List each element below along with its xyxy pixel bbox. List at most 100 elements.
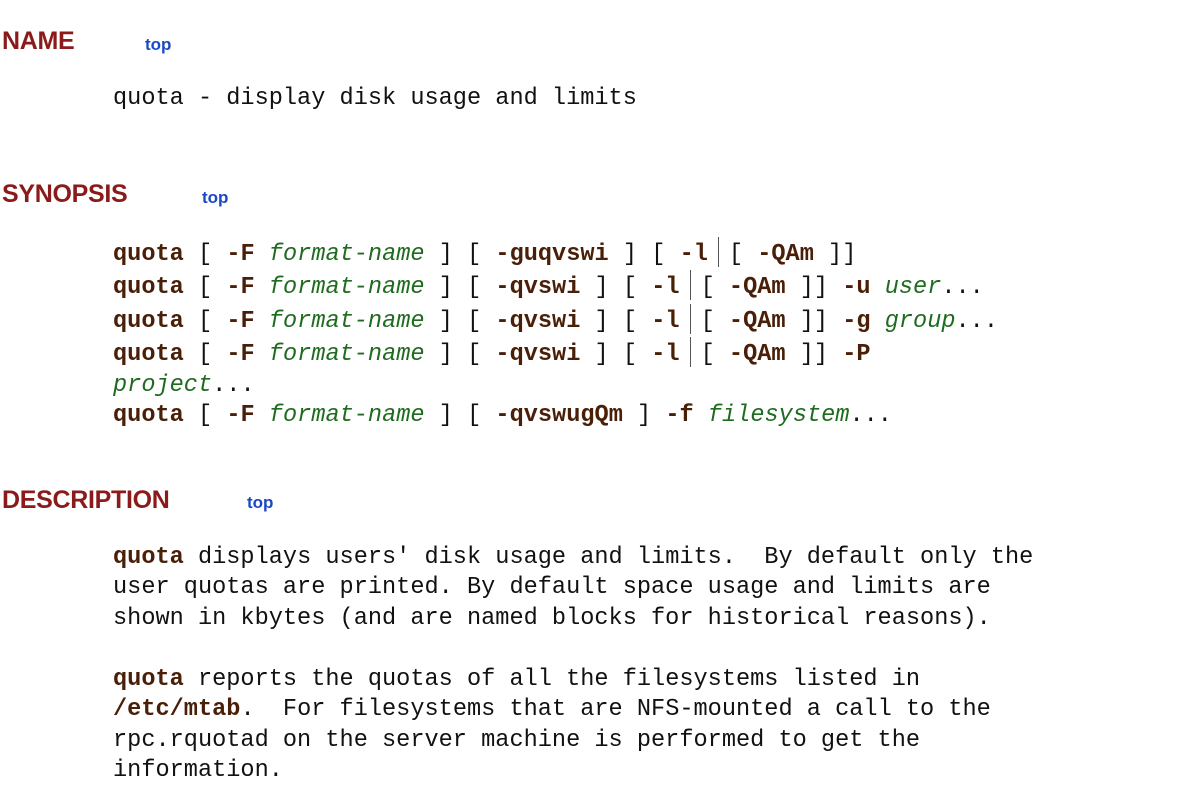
bracket-open: [ <box>700 341 715 369</box>
command-name: quota <box>113 666 184 693</box>
description-paragraph-2: quota reports the quotas of all the file… <box>113 665 991 787</box>
bracket-open: [ <box>700 274 715 302</box>
paragraph-text: displays users' disk usage and limits. B… <box>183 544 1034 571</box>
option-qvswi: -qvswi <box>495 274 581 302</box>
option-qvswugQm: -qvswugQm <box>495 402 623 430</box>
option-qvswi: -qvswi <box>495 341 581 369</box>
option-guqvswi: -guqvswi <box>495 241 609 268</box>
bracket-open: [ <box>467 307 482 335</box>
command-name: quota <box>113 341 184 369</box>
alternation-bar <box>689 270 691 301</box>
bracket-close: ] <box>438 241 453 268</box>
arg-filesystem: filesystem <box>707 402 850 430</box>
bracket-close: ] <box>594 341 609 369</box>
option-l: -l <box>651 274 680 302</box>
arg-user: user <box>884 274 942 302</box>
name-text: quota - display disk usage and limits <box>113 85 637 112</box>
bracket-close-double: ]] <box>828 241 857 268</box>
arg-format-name: format-name <box>268 274 425 302</box>
description-heading: DESCRIPTION <box>2 486 170 514</box>
arg-group: group <box>884 307 956 335</box>
option-qvswi: -qvswi <box>495 307 581 335</box>
bracket-close: ] <box>438 402 453 430</box>
bracket-close: ] <box>438 274 453 302</box>
bracket-close: ] <box>438 341 453 369</box>
command-name: quota <box>113 544 184 571</box>
ellipsis: ... <box>941 274 984 302</box>
option-l: -l <box>651 341 680 369</box>
option-P: -P <box>842 341 871 369</box>
synopsis-line-4: quota [ -F format-name ] [ -qvswi ] [ -l… <box>113 337 871 369</box>
synopsis-line-3: quota [ -F format-name ] [ -qvswi ] [ -l… <box>113 303 998 335</box>
synopsis-line-1: quota [ -F format-name ] [ -guqvswi ] [ … <box>113 237 857 268</box>
bracket-open: [ <box>197 341 213 369</box>
bracket-open: [ <box>622 341 638 369</box>
paragraph-text: rpc.rquotad on the server machine is per… <box>113 726 921 754</box>
bracket-close: ] <box>438 307 453 335</box>
bracket-close: ] <box>594 307 609 335</box>
bracket-close-double: ]] <box>799 274 829 302</box>
description-top-link[interactable]: top <box>247 493 274 512</box>
bracket-open: [ <box>197 307 213 335</box>
option-QAm: -QAm <box>728 274 786 302</box>
paragraph-text: shown in kbytes (and are named blocks fo… <box>113 604 991 632</box>
paragraph-text: reports the quotas of all the filesystem… <box>183 666 921 693</box>
synopsis-heading: SYNOPSIS <box>2 180 128 208</box>
bracket-open: [ <box>622 307 638 335</box>
name-heading: NAME <box>2 27 75 55</box>
paragraph-text: user quotas are printed. By default spac… <box>113 574 991 602</box>
ellipsis: ... <box>212 371 255 399</box>
command-name: quota <box>113 274 184 302</box>
option-F: -F <box>226 341 255 369</box>
synopsis-top-link[interactable]: top <box>202 188 229 207</box>
ellipsis: ... <box>955 307 998 335</box>
alternation-bar <box>717 237 719 267</box>
arg-project: project <box>113 371 213 399</box>
bracket-open: [ <box>622 274 638 302</box>
synopsis-line-6: quota [ -F format-name ] [ -qvswugQm ] -… <box>113 402 892 429</box>
paragraph-text: . For filesystems that are NFS-mounted a… <box>240 696 991 724</box>
bracket-open: [ <box>467 402 482 430</box>
arg-format-name: format-name <box>268 402 425 430</box>
option-F: -F <box>226 307 255 335</box>
name-top-link[interactable]: top <box>145 35 172 54</box>
option-QAm: -QAm <box>728 307 786 335</box>
option-F: -F <box>226 241 255 268</box>
arg-format-name: format-name <box>268 307 425 335</box>
option-g: -g <box>842 307 871 335</box>
option-F: -F <box>226 274 255 302</box>
bracket-open: [ <box>700 307 715 335</box>
bracket-open: [ <box>197 241 213 268</box>
ellipsis: ... <box>849 402 892 430</box>
bracket-close: ] <box>637 402 652 430</box>
paragraph-text: information. <box>113 757 283 785</box>
command-name: quota <box>113 307 184 335</box>
option-u: -u <box>842 274 871 302</box>
name-description: quota - display disk usage and limits <box>113 84 637 114</box>
option-l: -l <box>679 241 708 268</box>
bracket-close-double: ]] <box>799 341 829 369</box>
command-name: quota <box>113 402 184 430</box>
arg-format-name: format-name <box>268 341 425 369</box>
file-path: /etc/mtab <box>113 696 241 724</box>
bracket-close-double: ]] <box>799 307 829 335</box>
alternation-bar <box>689 337 691 368</box>
bracket-close: ] <box>622 241 638 268</box>
command-name: quota <box>113 241 184 268</box>
alternation-bar <box>689 303 691 334</box>
arg-format-name: format-name <box>268 241 425 268</box>
bracket-open: [ <box>197 274 213 302</box>
synopsis-block: quota [ -F format-name ] [ -guqvswi ] [ … <box>113 237 998 431</box>
bracket-open: [ <box>728 241 744 268</box>
bracket-open: [ <box>197 402 213 430</box>
bracket-open: [ <box>467 341 482 369</box>
bracket-open: [ <box>651 241 666 268</box>
synopsis-line-5: project... <box>113 372 255 399</box>
bracket-open: [ <box>467 241 482 268</box>
option-f: -f <box>665 402 694 430</box>
option-QAm: -QAm <box>728 341 786 369</box>
option-QAm: -QAm <box>757 241 814 268</box>
option-l: -l <box>651 307 680 335</box>
bracket-close: ] <box>594 274 609 302</box>
option-F: -F <box>226 402 255 430</box>
